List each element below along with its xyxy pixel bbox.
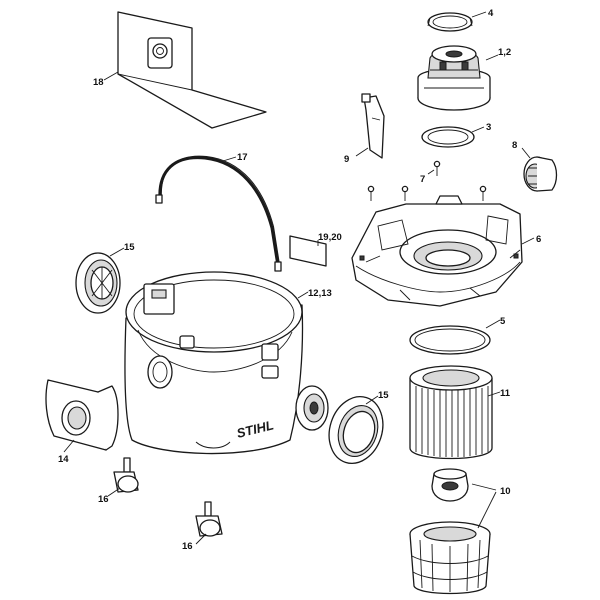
float-valve-part-10[interactable] <box>409 468 491 595</box>
callout-10: 10 <box>500 486 511 497</box>
callout-16-lower: 16 <box>182 541 193 552</box>
callout-17: 17 <box>237 152 248 163</box>
filter-bag-part-18[interactable] <box>117 11 267 129</box>
callout-19-20: 19,20 <box>318 232 342 243</box>
label-plate-part-19-20[interactable] <box>289 235 327 267</box>
callout-12-13: 12,13 <box>308 288 332 299</box>
callout-14: 14 <box>58 454 69 465</box>
seal-ring-part-4[interactable] <box>427 12 473 32</box>
callout-16-upper: 16 <box>98 494 109 505</box>
callout-11: 11 <box>500 388 511 399</box>
callout-3: 3 <box>486 122 491 133</box>
callout-1-2: 1,2 <box>498 47 511 58</box>
motor-part-1-2[interactable] <box>417 45 491 111</box>
callout-7: 7 <box>420 174 425 185</box>
callout-15-left: 15 <box>124 242 135 253</box>
callout-4: 4 <box>488 8 494 19</box>
seal-ring-part-5[interactable] <box>409 325 491 355</box>
front-cover-part-14[interactable] <box>45 379 119 451</box>
motor-housing-part-6[interactable] <box>351 195 523 307</box>
container-part-12-13[interactable]: STIHL <box>124 271 304 455</box>
callout-15-right: 15 <box>378 390 389 401</box>
callout-6: 6 <box>536 234 541 245</box>
container-wheel <box>295 385 329 431</box>
wheel-cover-part-15-right[interactable] <box>321 390 391 471</box>
castor-part-16-upper[interactable] <box>113 457 139 493</box>
callout-9: 9 <box>344 154 349 165</box>
callout-8: 8 <box>512 140 517 151</box>
filter-cartridge-part-11[interactable] <box>409 365 493 460</box>
holder-part-9[interactable] <box>361 93 385 159</box>
callout-5: 5 <box>500 316 506 327</box>
seal-ring-part-3[interactable] <box>421 126 475 148</box>
castor-part-16-lower[interactable] <box>195 501 223 537</box>
screws-part-7[interactable] <box>367 160 487 201</box>
bypass-part-8[interactable] <box>523 156 558 192</box>
callout-18: 18 <box>93 77 104 88</box>
wheel-cover-part-15-left[interactable] <box>75 252 121 314</box>
cable-bow-part-17[interactable] <box>155 155 282 272</box>
